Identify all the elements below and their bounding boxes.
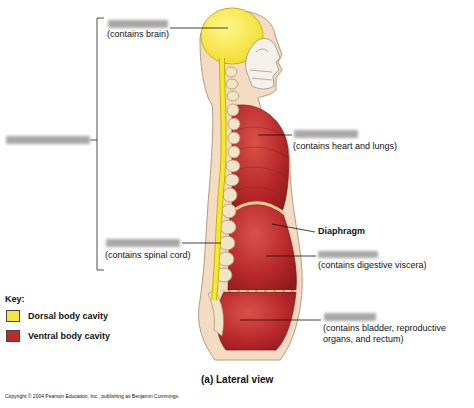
obscured-label <box>6 20 378 321</box>
cavity-note: (contains heart and lungs) <box>293 141 423 152</box>
cavity-note: (contains digestive viscera) <box>318 260 468 271</box>
legend-swatch <box>6 330 20 342</box>
cavity-note: (contains spinal cord) <box>105 250 225 261</box>
legend-row: Dorsal body cavity <box>6 310 146 324</box>
legend-row: Ventral body cavity <box>6 330 146 344</box>
cavity-note: (contains bladder, reproductive organs, … <box>323 323 463 345</box>
abdominal-cavity <box>228 204 296 290</box>
vertebral-cavity <box>214 58 224 300</box>
legend-text: Ventral body cavity <box>28 330 110 342</box>
vertebral-cavity-outline <box>214 58 224 300</box>
facial-skull <box>246 38 281 89</box>
pelvic-boundary <box>222 290 297 292</box>
body-silhouette <box>199 11 303 360</box>
legend-text: Dorsal body cavity <box>28 310 108 322</box>
key-heading: Key: <box>5 294 45 305</box>
diaphragm-line <box>229 203 285 214</box>
cavity-note: (contains brain) <box>107 29 227 40</box>
legend-swatch <box>6 310 20 322</box>
dorsal-bracket <box>90 18 104 270</box>
rib-lines <box>236 127 288 196</box>
figure-caption: (a) Lateral view <box>201 374 273 385</box>
skull-detail <box>250 49 272 80</box>
part-name: Diaphragm <box>318 226 398 237</box>
pelvic-cavity <box>217 292 296 350</box>
leader-lines <box>170 28 321 320</box>
copyright-note: Copyright © 2004 Pearson Education, Inc.… <box>5 393 474 400</box>
thoracic-cavity <box>232 105 289 212</box>
